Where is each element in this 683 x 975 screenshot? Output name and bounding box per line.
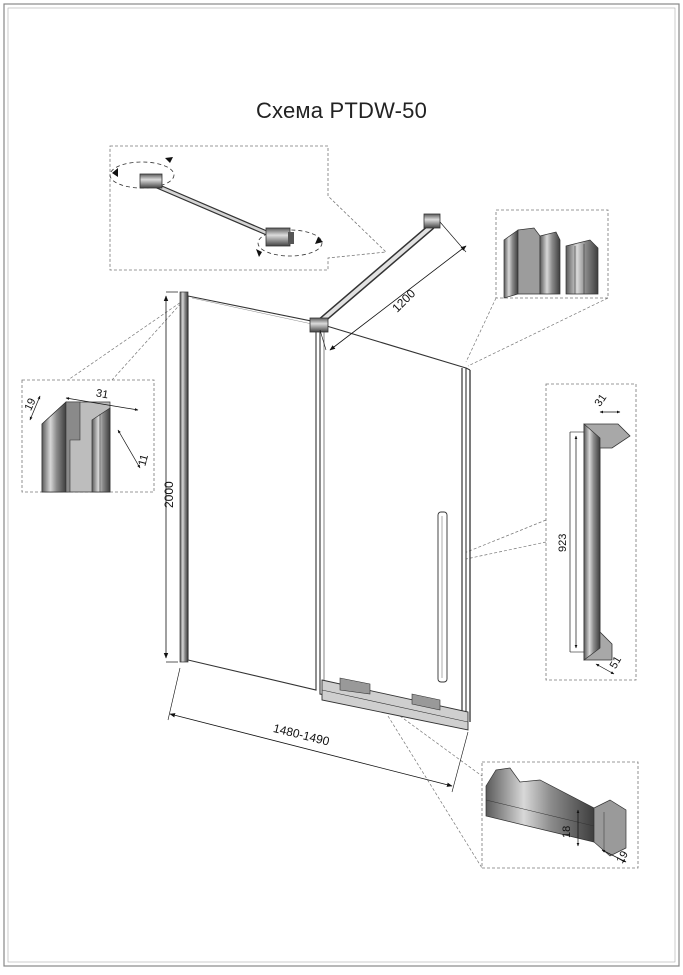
rotate-arrow-icon <box>112 168 118 177</box>
wall-seal-detail-box <box>495 209 609 299</box>
wall-profile-width-label: 31 <box>95 387 109 401</box>
handle-length-label: 923 <box>557 534 569 552</box>
width-dimension-label: 1480-1490 <box>272 721 331 749</box>
rotate-arrow-icon <box>165 157 173 163</box>
wall-profile-detail-box: 19 31 11 <box>21 379 155 493</box>
handle-detail-box: 923 31 51 <box>545 383 637 681</box>
rotate-arrow-icon <box>315 237 323 244</box>
height-dimension-label: 2000 <box>162 481 176 508</box>
wall-profile-depth-label: 19 <box>23 396 39 412</box>
bottom-rail-detail-box: 18 19 <box>481 761 639 869</box>
rotate-arrow-icon <box>256 249 262 257</box>
shower-enclosure <box>179 213 471 731</box>
bottom-rail-height-label: 18 <box>561 826 573 838</box>
wall-profile-gap-label: 11 <box>136 453 151 467</box>
bottom-rail-width-label: 19 <box>614 849 631 866</box>
handle-top-label: 31 <box>592 392 609 409</box>
page-border <box>3 3 680 967</box>
handle-bottom-label: 51 <box>608 654 625 671</box>
drawing-title: Схема PTDW-50 <box>255 98 428 123</box>
stabilizer-length-label: 1200 <box>389 286 418 315</box>
stabilizer-detail-box <box>109 145 387 271</box>
